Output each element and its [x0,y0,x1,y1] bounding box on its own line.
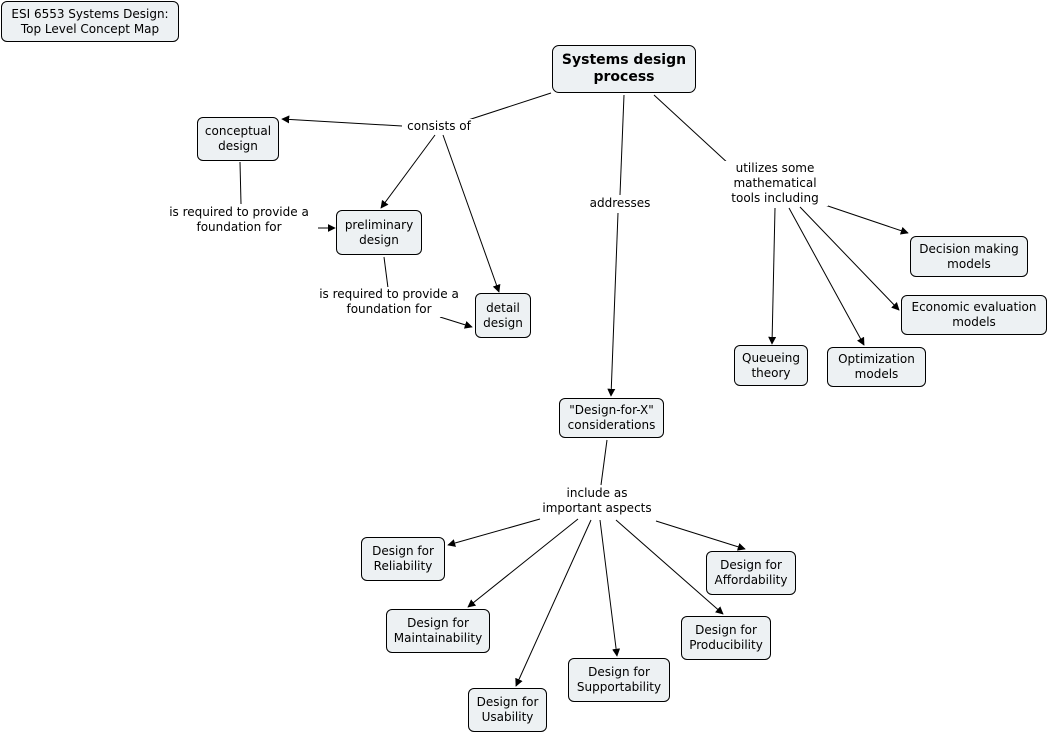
link-arrow [821,203,909,235]
node-design-for-reliability[interactable]: Design for Reliability [361,537,445,581]
node-conceptual-design[interactable]: conceptual design [197,117,279,161]
link-label-required-1[interactable]: is required to provide a foundation for [160,205,318,235]
link-label-utilizes[interactable]: utilizes some mathematical tools includi… [722,161,828,206]
node-optimization-models[interactable]: Optimization models [827,347,926,387]
link-arrow [515,519,592,687]
link-arrow [281,115,403,127]
link-label-required-2[interactable]: is required to provide a foundation for [310,287,468,317]
link-label-include[interactable]: include as important aspects [536,486,658,516]
link-arrow [788,207,865,346]
link-line [383,256,389,289]
link-arrow [442,134,501,293]
node-systems-design-process[interactable]: Systems design process [552,45,696,93]
link-arrow [380,134,436,209]
link-arrow [799,206,900,311]
link-line [239,161,242,205]
link-arrow [467,518,579,608]
link-line [461,92,552,123]
link-label-consists-of[interactable]: consists of [402,119,476,134]
node-design-for-usability[interactable]: Design for Usability [468,688,547,732]
link-label-addresses[interactable]: addresses [582,196,658,211]
link-arrow [607,212,619,397]
link-arrow [439,316,473,329]
node-economic-evaluation-models[interactable]: Economic evaluation models [901,295,1047,335]
link-arrow [768,207,777,345]
node-design-for-maintainability[interactable]: Design for Maintainability [386,609,490,653]
node-design-for-producibility[interactable]: Design for Producibility [681,616,771,660]
node-detail-design[interactable]: detail design [475,293,531,338]
link-arrow [655,520,746,551]
link-line [619,94,625,196]
link-arrow [615,519,724,615]
map-title-box: ESI 6553 Systems Design: Top Level Conce… [1,1,179,42]
node-decision-making-models[interactable]: Decision making models [910,236,1028,277]
node-design-for-affordability[interactable]: Design for Affordability [706,551,796,595]
node-design-for-x[interactable]: "Design-for-X" considerations [559,398,664,438]
link-arrow [447,518,541,547]
node-preliminary-design[interactable]: preliminary design [336,210,422,255]
link-line [653,94,731,166]
node-queueing-theory[interactable]: Queueing theory [734,345,808,386]
link-line [600,439,608,486]
node-design-for-supportability[interactable]: Design for Supportability [568,658,670,702]
link-arrow [599,519,621,657]
